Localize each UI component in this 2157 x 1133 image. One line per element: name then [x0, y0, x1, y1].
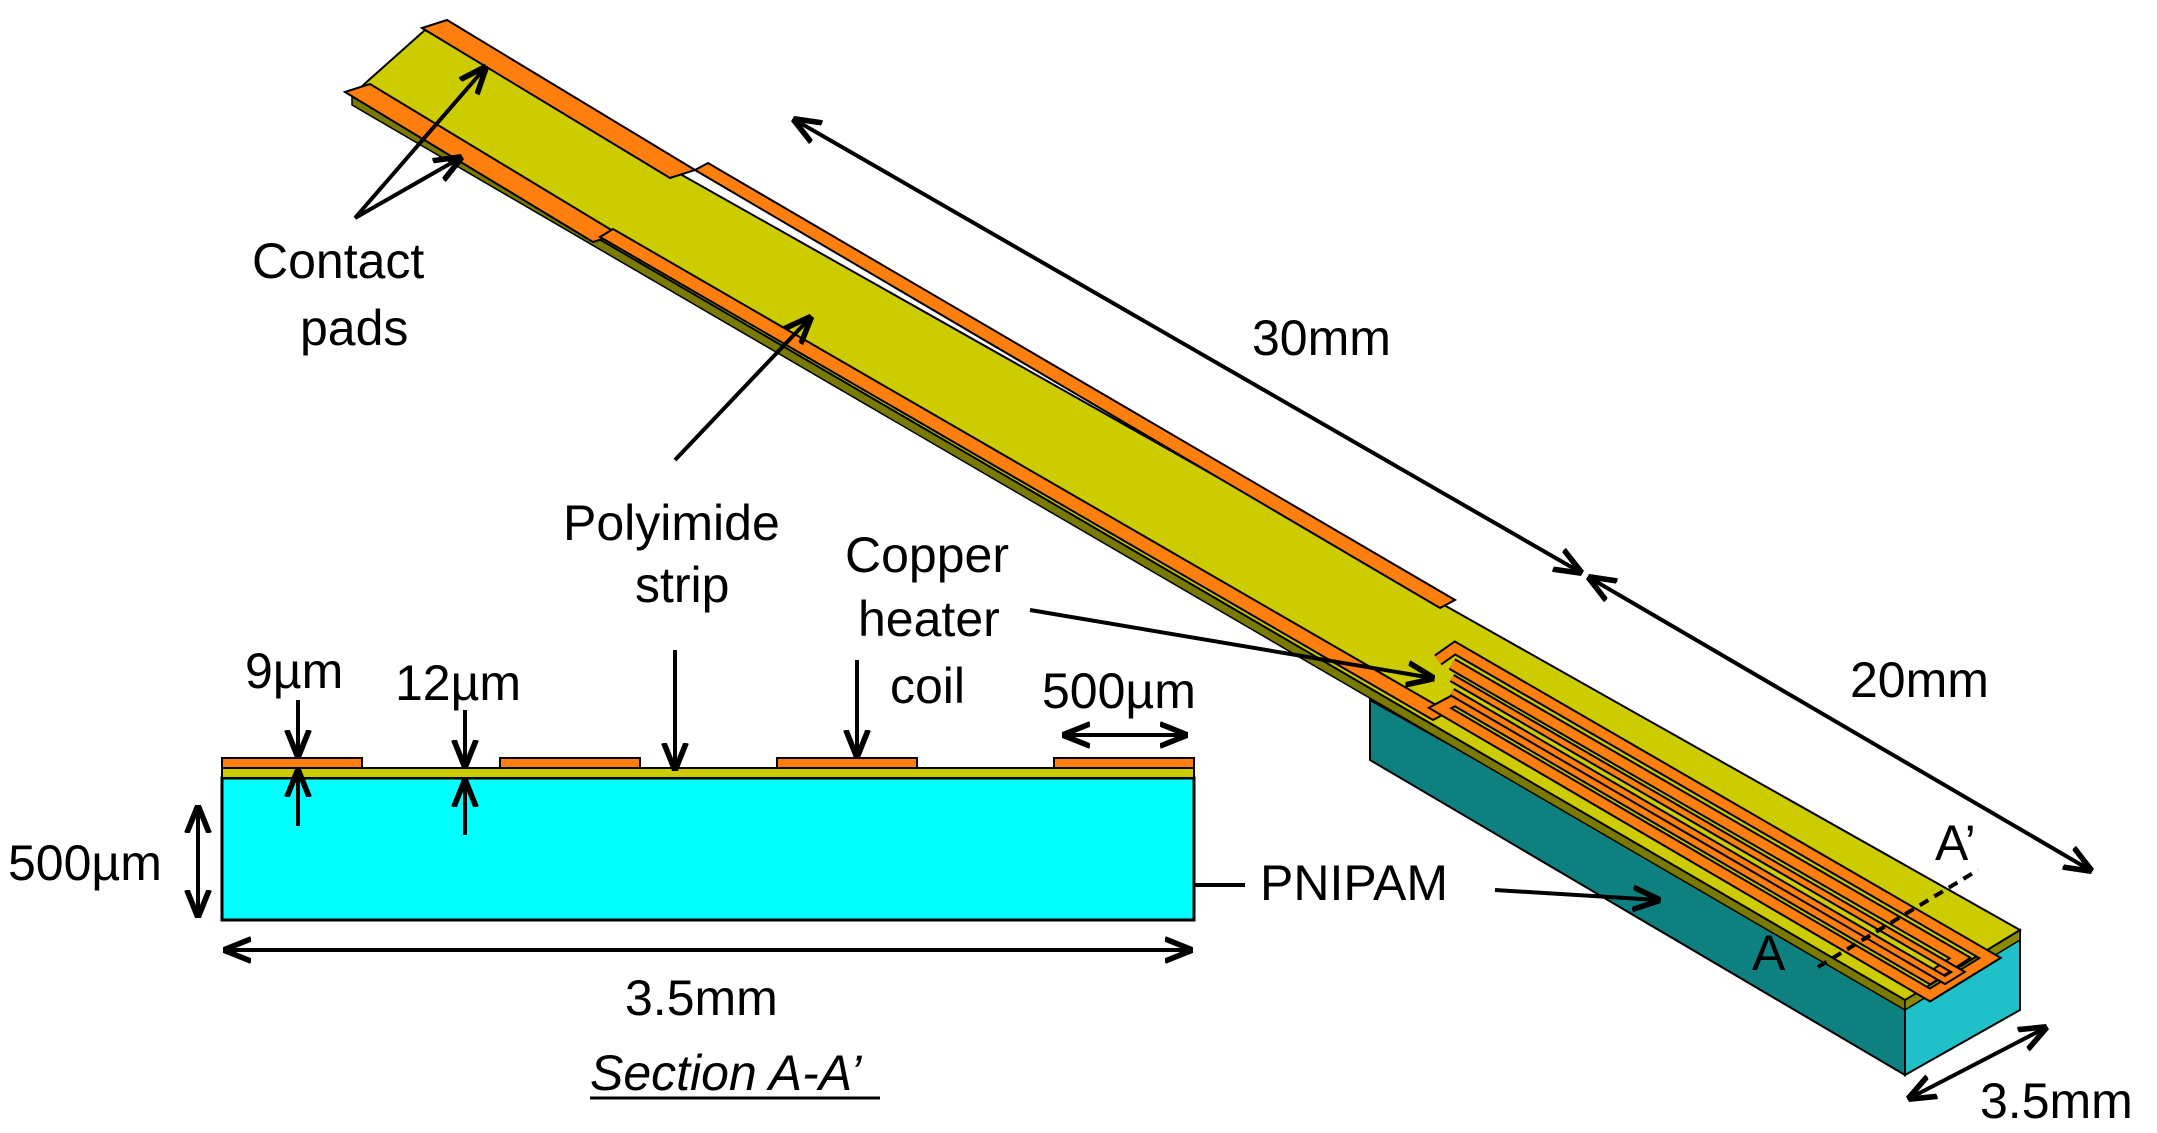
copper-trace-lower — [598, 227, 1451, 722]
label-section-a-prime: A’ — [1935, 815, 1976, 871]
label-section-a: A — [1752, 925, 1786, 981]
label-contact-pads-line1: Contact — [252, 233, 424, 289]
section-caption: Section A-A’ — [590, 1045, 862, 1101]
label-30mm: 30mm — [1252, 310, 1391, 366]
dimension-arrow-3-5mm-right — [1910, 1028, 2045, 1098]
callout-arrow-contact-pad-1 — [353, 68, 485, 220]
label-500um-height: 500µm — [8, 835, 162, 891]
label-polyimide-line1: Polyimide — [563, 495, 780, 551]
section-copper-trace-3 — [776, 757, 918, 769]
cross-section — [220, 757, 1196, 922]
label-copper-line2: heater — [858, 591, 1000, 647]
callout-arrow-pnipam-3d — [1494, 890, 1658, 900]
label-3-5mm-section: 3.5mm — [625, 970, 778, 1026]
dimension-arrow-20mm — [1590, 578, 2090, 870]
section-line-a-a — [1816, 868, 1980, 969]
dimension-arrow-30mm — [795, 120, 1580, 572]
label-20mm: 20mm — [1850, 652, 1989, 708]
label-pnipam: PNIPAM — [1260, 855, 1448, 911]
section-pnipam-layer — [220, 776, 1196, 922]
callout-arrow-contact-pad-2 — [354, 158, 460, 220]
callout-arrow-polyimide-strip — [673, 318, 810, 462]
section-polyimide-layer — [221, 767, 1195, 779]
section-copper-trace-1 — [221, 757, 363, 769]
copper-trace-upper — [692, 161, 1458, 610]
label-polyimide-line2: strip — [635, 557, 729, 613]
label-contact-pads-line2: pads — [300, 300, 408, 356]
label-12um: 12µm — [395, 655, 521, 711]
callout-arrow-heater-coil — [1029, 608, 1432, 678]
section-copper-trace-4 — [1053, 757, 1195, 769]
label-copper-line3: coil — [890, 658, 965, 714]
section-copper-trace-2 — [499, 757, 641, 769]
label-3-5mm-right: 3.5mm — [1980, 1073, 2133, 1129]
label-copper-line1: Copper — [845, 527, 1009, 583]
label-500um-width: 500µm — [1042, 663, 1196, 719]
label-9um: 9µm — [245, 643, 343, 699]
